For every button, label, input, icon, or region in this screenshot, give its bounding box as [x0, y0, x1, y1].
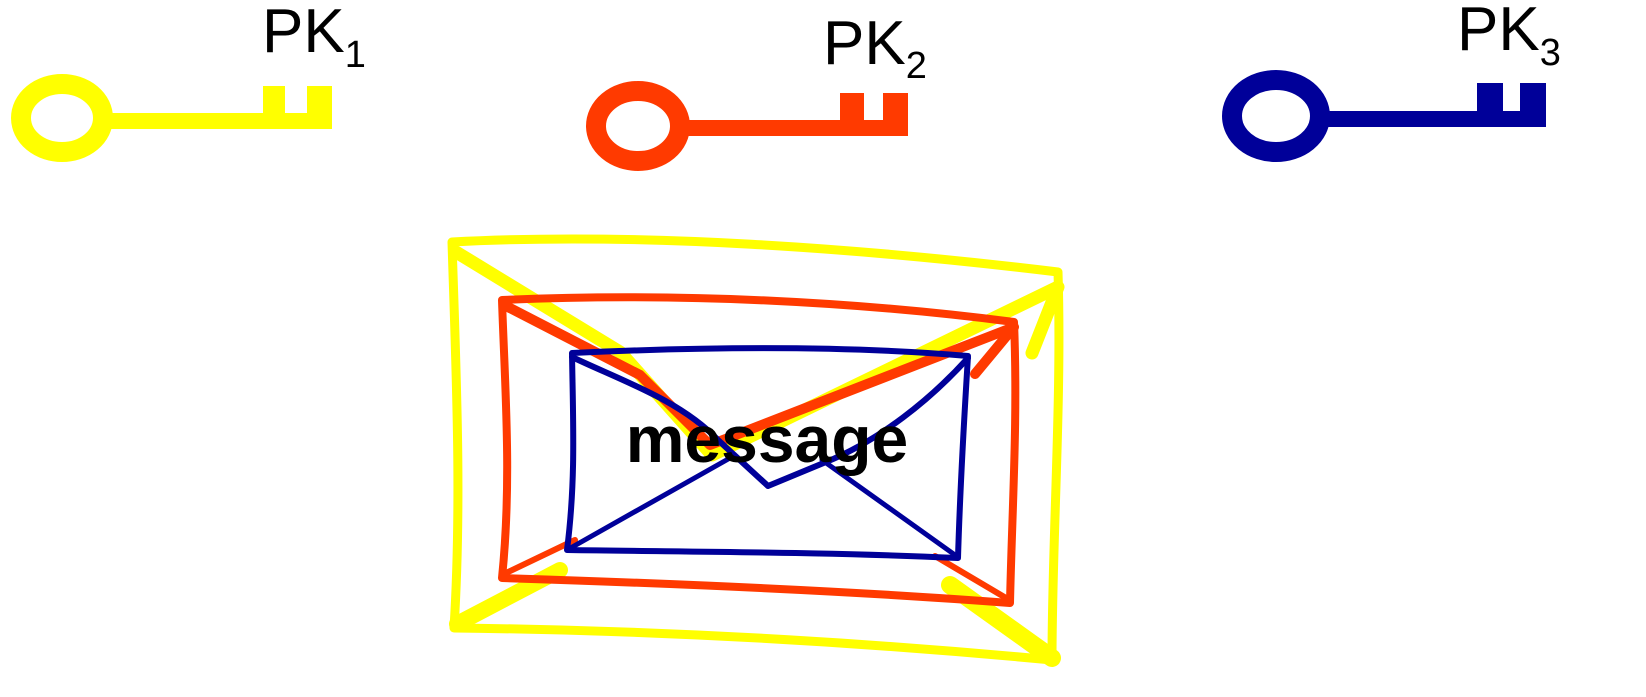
- key-2-bit-b: [883, 93, 908, 135]
- key-1-bit-b: [307, 86, 332, 128]
- key-1-bit-a: [263, 86, 285, 128]
- key-1: PK1: [11, 0, 366, 162]
- key-1-shaft: [100, 113, 332, 129]
- key-3-label: PK3: [1457, 0, 1561, 74]
- envelope-middle-bottom: [503, 537, 1009, 601]
- envelope-outer-frame: [447, 234, 1064, 665]
- key-1-label: PK1: [262, 0, 366, 76]
- key-2-bow: [586, 81, 690, 171]
- key-icon: [1222, 70, 1546, 162]
- key-2-bit-a: [840, 93, 864, 135]
- key-1-bow: [11, 74, 113, 162]
- envelope-middle-frame: [498, 293, 1020, 607]
- envelope-icon: [564, 345, 971, 561]
- envelope-inner-frame: [564, 345, 971, 561]
- key-3-shaft: [1314, 111, 1546, 127]
- key-3: PK3: [1222, 0, 1561, 162]
- key-2-label: PK2: [823, 9, 927, 87]
- envelope-inner-flap: [569, 354, 971, 489]
- envelope-outer-flap: [449, 245, 1065, 462]
- key-icon: [586, 81, 908, 171]
- envelope-inner-bottom-right: [819, 457, 958, 558]
- key-3-bit-b: [1520, 83, 1546, 127]
- envelope-inner-bottom-left: [564, 455, 733, 553]
- key-2-shaft: [676, 120, 908, 136]
- key-3-bit-a: [1477, 83, 1503, 127]
- envelope-inner: [564, 345, 971, 561]
- key-3-bow: [1222, 70, 1330, 162]
- key-icon: [11, 74, 332, 162]
- key-2: PK2: [586, 9, 927, 171]
- message-label: message: [626, 402, 909, 476]
